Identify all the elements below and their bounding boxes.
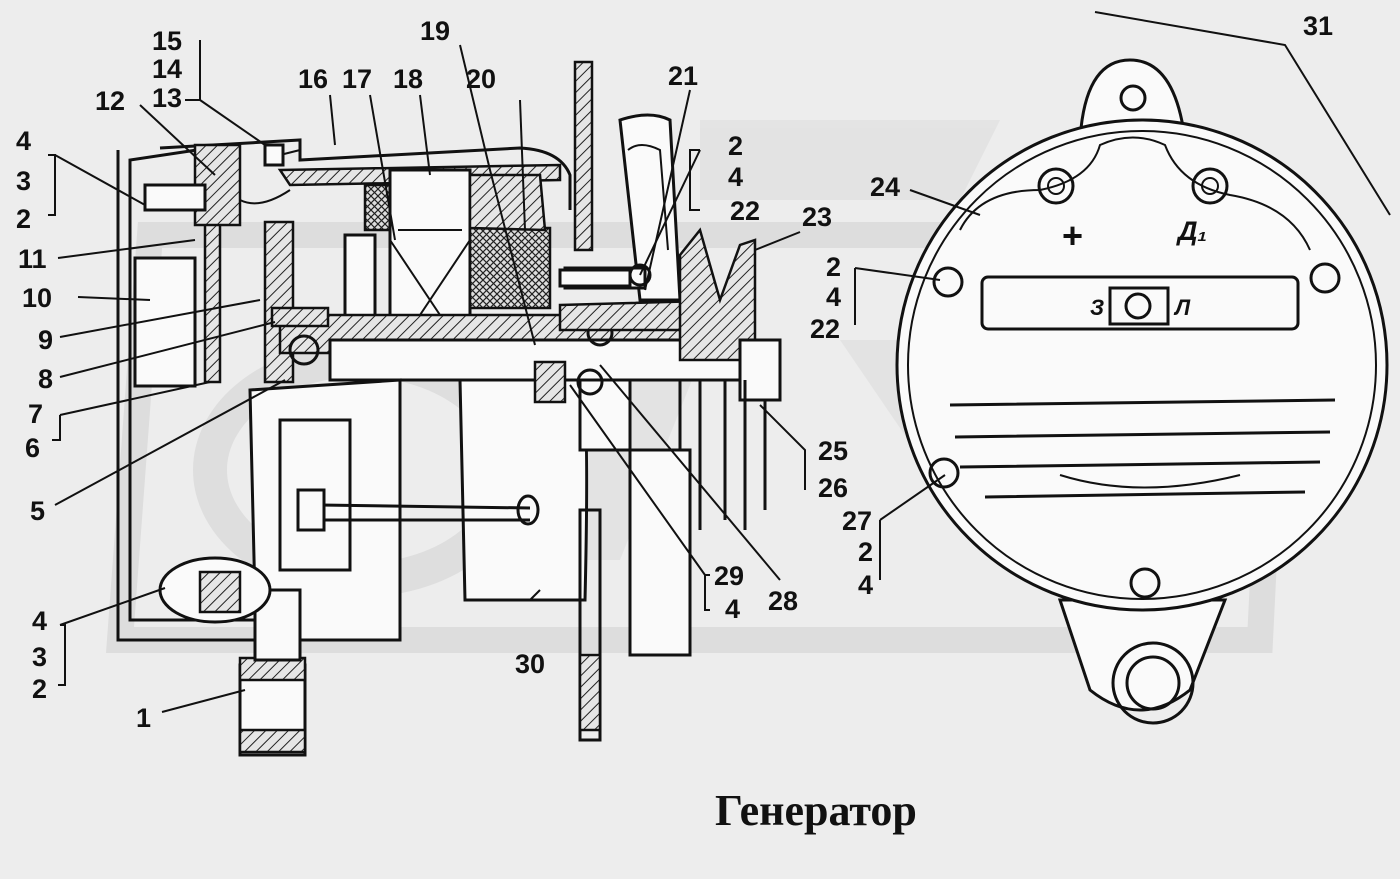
- callout-3-foot: 3: [32, 642, 47, 672]
- callout-2-lower: 2: [858, 537, 873, 567]
- callout-8: 8: [38, 364, 53, 394]
- callout-28: 28: [768, 586, 798, 616]
- stator-winding: [468, 226, 552, 310]
- callout-15: 15: [152, 26, 182, 56]
- callout-3: 3: [16, 166, 31, 196]
- generator-section-view: [116, 60, 782, 757]
- callout-4-cover: 4: [826, 282, 841, 312]
- callout-7: 7: [28, 399, 43, 429]
- callout-2-cover: 2: [826, 252, 841, 282]
- end-cover: [895, 118, 1389, 612]
- callout-4-foot: 4: [32, 606, 47, 636]
- callout-2: 2: [16, 204, 31, 234]
- callout-11: 11: [18, 244, 47, 274]
- callout-4: 4: [16, 126, 31, 156]
- callout-24: 24: [870, 172, 900, 202]
- callout-17: 17: [342, 64, 372, 94]
- callout-4-lower: 4: [858, 570, 873, 600]
- adjust-screw-icon: [1124, 292, 1152, 320]
- leader-lines: [48, 11, 1391, 713]
- callout-9: 9: [38, 325, 53, 355]
- callout-14: 14: [152, 54, 182, 84]
- generator-end-view: + Д₁ З Л: [895, 58, 1389, 725]
- callout-25: 25: [818, 436, 848, 466]
- callout-29: 29: [714, 561, 744, 591]
- callout-4-bolt: 4: [725, 594, 740, 624]
- callout-6: 6: [25, 433, 40, 463]
- callout-30: 30: [515, 649, 545, 679]
- callout-31: 31: [1303, 11, 1333, 41]
- top-mounting-hole: [1119, 84, 1147, 112]
- terminal-z: З: [1090, 295, 1104, 320]
- callout-27: 27: [842, 506, 872, 536]
- terminal-plus: +: [1062, 215, 1083, 256]
- callout-20: 20: [466, 64, 496, 94]
- callout-16: 16: [298, 64, 328, 94]
- terminal-l: Л: [1173, 295, 1191, 320]
- callout-12: 12: [95, 86, 125, 116]
- callout-22-pulley: 22: [730, 196, 760, 226]
- callout-22-cover: 22: [810, 314, 840, 344]
- callout-18: 18: [393, 64, 423, 94]
- callout-21: 21: [668, 61, 698, 91]
- callout-23: 23: [802, 202, 832, 232]
- callout-13: 13: [152, 83, 182, 113]
- callout-10: 10: [22, 283, 52, 313]
- callout-2-foot: 2: [32, 674, 47, 704]
- callout-5: 5: [30, 496, 45, 526]
- callouts: 1 2 3 4 5 6 7 8 9 10 11 12 13 14 15 16 1…: [16, 11, 1333, 733]
- callout-26: 26: [818, 473, 848, 503]
- callout-19: 19: [420, 16, 450, 46]
- rear-bearing: [288, 334, 320, 366]
- bottom-mounting-eye: [1111, 641, 1195, 725]
- callout-4-pulley: 4: [728, 162, 743, 192]
- callout-2-pulley: 2: [728, 131, 743, 161]
- callout-1: 1: [136, 703, 151, 733]
- terminal-d1: Д₁: [1176, 216, 1207, 246]
- diagram-caption: Генератор: [715, 786, 917, 835]
